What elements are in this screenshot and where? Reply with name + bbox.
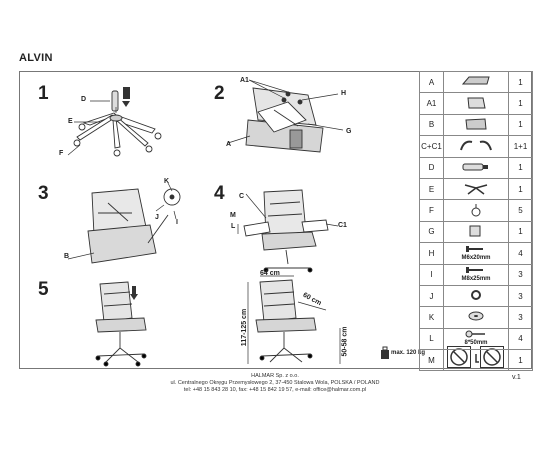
part-illustration [443,70,509,94]
part-code: E [419,177,444,201]
parts-row: H M6x20mm 4 [419,242,533,265]
part-illustration [443,177,509,201]
part-illustration: M8x25mm [443,263,509,286]
dimension-seat-height: 50-58 cm [341,326,349,357]
part-code: C+C1 [419,135,444,158]
product-title: ALVIN [19,52,53,64]
part-quantity: 3 [508,306,533,329]
part-quantity: 1 [508,177,533,201]
footer-company: HALMAR Sp. z o.o. [251,373,299,379]
part-illustration [443,113,509,137]
weight-icon [381,346,389,359]
footer-address: ul. Centralnego Okręgu Przemysłowego 2, … [170,380,380,386]
step1-base-illustration [67,87,162,157]
step-number-4: 4 [214,183,225,204]
step-number-3: 3 [38,183,49,204]
part-illustration [443,92,509,115]
part-quantity: 4 [508,242,533,265]
part-code: G [419,220,444,244]
part-size-note: M8x25mm [461,276,491,283]
part-quantity: 1+1 [508,135,533,158]
label-d: D [81,96,87,103]
label-i: I [176,219,178,226]
part-illustration: 8*50mm [443,327,509,351]
part-code: A [419,70,444,94]
part-size-note: 8*50mm [464,340,488,347]
part-quantity: 1 [508,349,533,372]
part-size-note: M6x20mm [461,254,491,261]
footer-contact: tel: +48 15 843 28 10, fax: +48 15 842 1… [183,387,367,393]
part-quantity: 1 [508,113,533,137]
label-a1: A1 [240,77,249,84]
part-code: L [419,327,444,351]
step2-mechanism-illustration [227,79,344,153]
label-h: H [341,90,347,97]
part-code: B [419,113,444,137]
part-illustration [443,199,509,222]
part-quantity: 3 [508,284,533,308]
part-code: D [419,156,444,179]
step-number-2: 2 [214,83,225,104]
part-code: H [419,242,444,265]
part-illustration [443,135,509,158]
label-g: G [346,128,352,135]
part-code: F [419,199,444,222]
step-number-5: 5 [38,279,49,300]
dimension-chair-drawing [247,275,341,364]
version-label: v.1 [512,374,521,381]
label-c1: C1 [338,222,347,229]
part-quantity: 4 [508,327,533,351]
part-code: I [419,263,444,286]
part-code: M [419,349,444,372]
part-code: J [419,284,444,308]
part-quantity: 1 [508,92,533,115]
label-f: F [59,150,64,157]
label-j: J [155,214,159,221]
step4-armrest-illustration [237,189,339,273]
part-code: A1 [419,92,444,115]
part-quantity: 1 [508,156,533,179]
label-c: C [239,193,245,200]
label-l: L [231,223,236,230]
label-k: K [164,178,170,185]
step5-assembled-chair [95,281,147,367]
step3-backrest-illustration [67,182,181,264]
label-m: M [230,212,236,219]
part-quantity: 1 [508,220,533,244]
label-b: B [64,253,70,260]
dimension-height: 117-125 cm [241,308,249,347]
parts-row: A1 1 [419,92,533,115]
part-code: K [419,306,444,329]
part-quantity: 3 [508,263,533,286]
part-illustration [443,156,509,179]
max-weight: max. 120 kg [391,350,426,356]
part-illustration [443,306,509,329]
part-illustration [443,284,509,308]
part-illustration [443,220,509,244]
part-quantity: 5 [508,199,533,222]
parts-row: C+C1 1+1 [419,135,533,158]
parts-row: L 8*50mm 4 [419,327,533,351]
step-number-1: 1 [38,83,49,104]
dimension-width: 64 cm [260,270,280,277]
part-illustration: M6x20mm [443,242,509,265]
label-a: A [226,141,232,148]
parts-row: I M8x25mm 3 [419,263,533,286]
part-quantity: 1 [508,70,533,94]
label-e: E [68,118,73,125]
part-illustration [443,349,509,372]
